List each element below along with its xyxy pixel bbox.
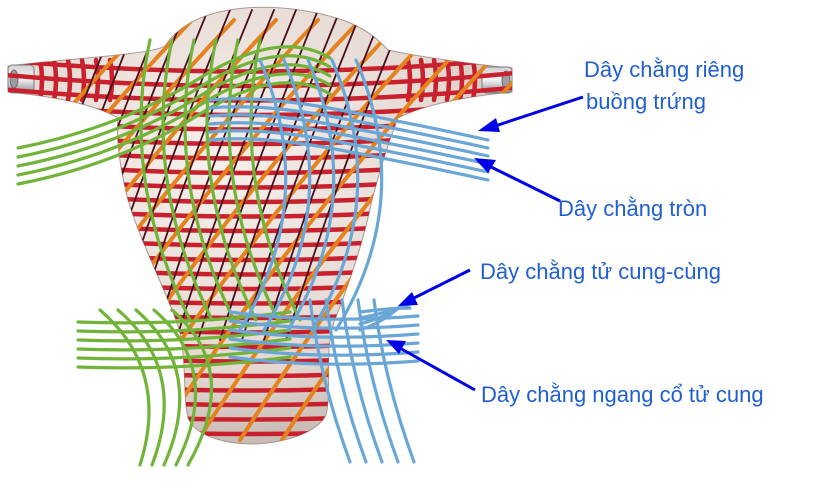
green-ligament-lower (134, 308, 182, 467)
blue-ligament-upper (208, 97, 490, 142)
dark-fiber (241, 9, 363, 341)
arrowhead-uterosacral-ligament (398, 292, 418, 306)
blue-ligament-lower (228, 310, 420, 321)
blue-ligament-upper (310, 58, 360, 332)
blue-ligament-upper (334, 58, 384, 332)
ligament-strands-front (16, 38, 490, 467)
dark-fiber (175, 9, 297, 341)
green-ligament-upper (16, 45, 332, 150)
label-cardinal-ligament: Dây chằng ngang cổ tử cung (481, 382, 764, 407)
arrow-ovarian-ligament (491, 95, 584, 129)
label-ovarian-ligament-line2: buồng trứng (586, 89, 706, 114)
green-ligament-lower (170, 308, 214, 467)
blue-ligament-upper (262, 58, 312, 332)
blue-ligament-lower (324, 298, 368, 464)
label-uterosacral-ligament: Dây chằng tử cung-cùng (480, 259, 721, 284)
green-ligament-upper (16, 72, 332, 177)
red-fiber (431, 57, 439, 103)
blue-ligament-lower (228, 319, 420, 330)
blue-ligament-upper (208, 113, 490, 158)
blue-ligament-upper (208, 105, 490, 150)
arrow-round-ligament (486, 163, 561, 203)
green-ligament-lower (152, 308, 198, 467)
blue-ligament-upper (286, 58, 336, 332)
red-fiber (405, 57, 413, 103)
green-ligament-upper (161, 38, 214, 322)
green-ligament-lower (98, 308, 151, 467)
dark-fiber (197, 9, 319, 341)
blue-ligament-lower (228, 328, 420, 339)
orange-fiber (196, 18, 512, 442)
callout-arrows (386, 95, 584, 392)
arrowhead-cardinal-ligament (386, 340, 406, 354)
arrowhead-ovarian-ligament (478, 118, 500, 132)
green-ligament-upper (205, 38, 258, 322)
label-ovarian-ligament-line1: Dây chằng riêng (584, 57, 745, 82)
dark-fiber (285, 9, 407, 341)
green-ligament-upper (16, 63, 332, 168)
blue-ligament-upper (208, 129, 490, 174)
orange-fiber (8, 18, 152, 442)
dark-fiber (263, 9, 385, 341)
blue-ligament-lower (340, 298, 384, 464)
arrow-uterosacral-ligament (409, 268, 471, 302)
red-fiber (93, 57, 101, 103)
red-fiber (107, 57, 115, 103)
label-round-ligament: Dây chằng tròn (558, 196, 708, 221)
blue-ligament-lower (358, 306, 412, 314)
green-ligament-upper (227, 38, 280, 322)
red-fiber (418, 57, 426, 103)
red-fiber (65, 57, 73, 103)
blue-ligament-lower (228, 346, 420, 357)
red-fiber (444, 57, 452, 103)
blue-ligament-lower (308, 298, 352, 464)
left-tube-opening (9, 69, 19, 89)
arrow-cardinal-ligament (397, 345, 476, 392)
green-ligament-upper (183, 38, 236, 322)
blue-ligament-upper (208, 121, 490, 166)
arrowhead-round-ligament (474, 158, 496, 173)
red-fiber (37, 57, 45, 103)
green-ligament-upper (16, 54, 332, 159)
green-ligament-upper (139, 38, 192, 322)
red-fiber (79, 57, 87, 103)
red-fiber (457, 57, 465, 103)
blue-ligament-upper (238, 58, 288, 332)
green-ligament-lower (116, 308, 166, 467)
uterus-body (7, 6, 513, 445)
blue-ligament-upper (208, 137, 490, 182)
green-ligament-upper (249, 38, 302, 322)
red-fiber (51, 57, 59, 103)
